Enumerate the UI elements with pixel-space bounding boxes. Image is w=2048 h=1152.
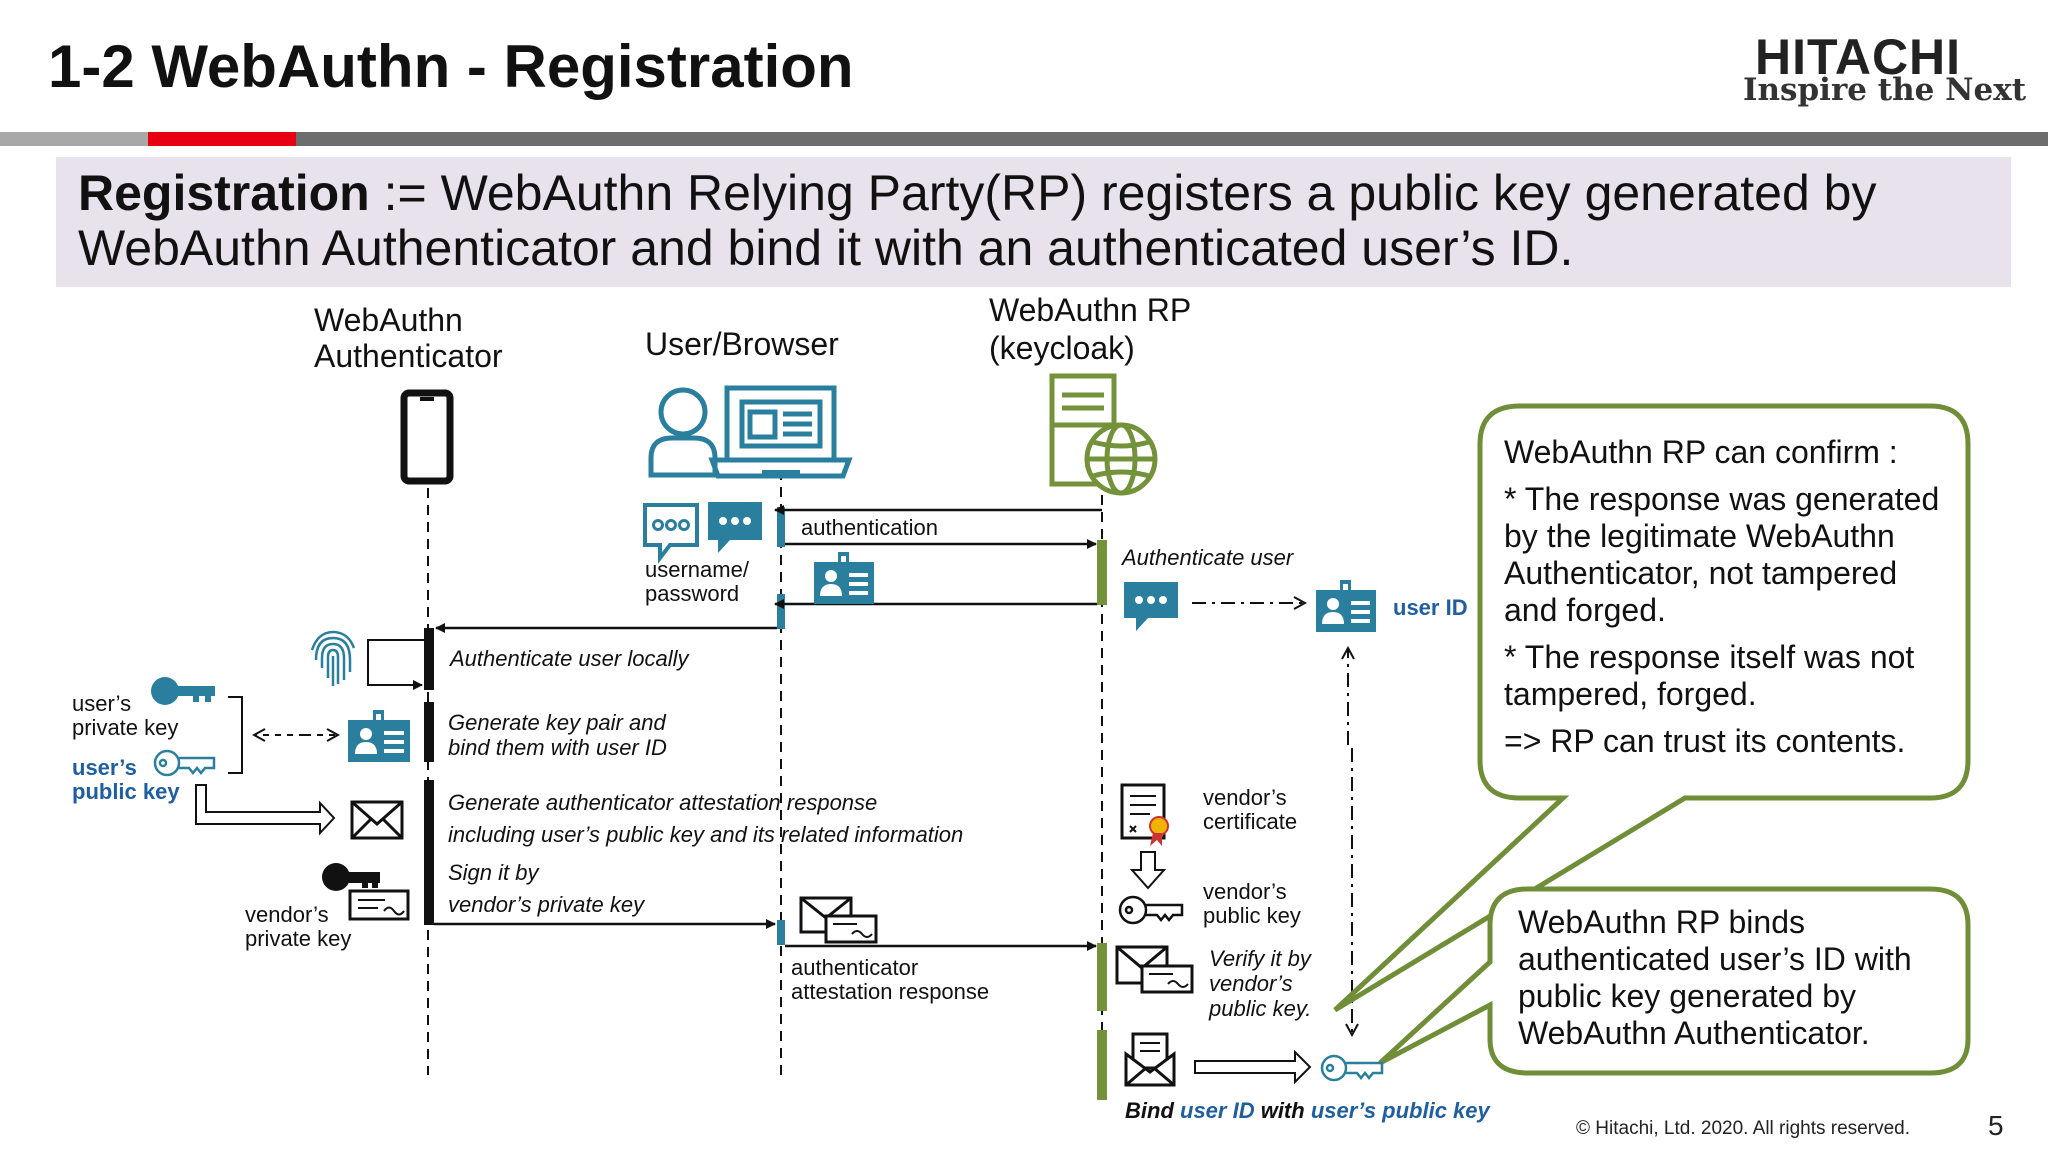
envelope-icon [350, 800, 404, 840]
label-vendor-certificate-2: certificate [1203, 809, 1298, 834]
definition-body: := WebAuthn Relying Party(RP) registers … [78, 165, 1877, 276]
bind-public-key-icon [1320, 1054, 1384, 1082]
label-authentication: authentication [801, 515, 938, 540]
server-globe-icon [1049, 373, 1158, 496]
callout-binds-bubble [1378, 886, 1971, 1076]
label-attestation-1: Generate authenticator attestation respo… [448, 790, 878, 815]
label-authenticate-user: Authenticate user [1122, 545, 1294, 570]
self-loop-authenticate [367, 639, 424, 690]
label-vendor-public-key-1: vendor’s [1203, 879, 1287, 904]
actor-authenticator: WebAuthn Authenticator [314, 302, 534, 374]
label-user-id: user ID [1393, 595, 1468, 620]
bind-public-key: user’s public key [1310, 1098, 1490, 1123]
user-private-key-icon [151, 677, 215, 705]
browser-activation-3 [777, 920, 785, 945]
authenticator-activation-1 [424, 628, 434, 690]
label-vendor-private-key-2: private key [245, 926, 352, 951]
label-password: password [645, 581, 740, 606]
authenticator-activation-2 [424, 702, 434, 762]
rp-activation-2 [1097, 943, 1107, 1011]
chat-bubble-rp-icon [1124, 582, 1178, 631]
label-verify-3: public key. [1209, 996, 1312, 1021]
definition-box [56, 157, 2011, 287]
label-sign-1: Sign it by [448, 860, 539, 885]
label-vendor-private-key-1: vendor’s [245, 902, 329, 927]
hollow-right-arrow [1194, 1049, 1312, 1085]
phone-icon [400, 389, 454, 485]
open-envelope-icon [1124, 1032, 1176, 1087]
vendor-certificate-icon [1120, 783, 1169, 846]
vendor-public-key-icon [1118, 895, 1184, 925]
callout-confirm-conclusion: => RP can trust its contents. [1504, 723, 1906, 759]
browser-activation-1 [777, 507, 785, 547]
label-attestation-response-1: authenticator [791, 955, 919, 980]
label-sign-2: vendor’s private key [448, 892, 645, 917]
label-authenticate-locally: Authenticate user locally [450, 646, 689, 671]
label-generate-key-1: Generate key pair and [448, 710, 666, 735]
callout-confirm-point1: * The response was generated by the legi… [1504, 481, 1940, 628]
fingerprint-icon [310, 630, 356, 686]
chat-bubble-solid-icon [708, 502, 762, 553]
user-icon [648, 387, 718, 478]
authenticator-activation-3 [424, 780, 434, 925]
definition-term: Registration [78, 165, 370, 221]
vendor-private-key-icon [322, 863, 380, 891]
browser-activation-2 [777, 594, 785, 629]
hollow-down-arrow [1129, 851, 1167, 890]
bind-with: with [1254, 1098, 1311, 1123]
bind-user-id: user ID [1180, 1098, 1255, 1123]
id-card-icon [814, 552, 874, 604]
callout-confirm-point2: * The response itself was not tampered, … [1504, 639, 1915, 712]
header-bar-red-segment [148, 132, 296, 146]
user-id-card-icon [1316, 580, 1376, 632]
callout-binds-text: WebAuthn RP binds authenticated user’s I… [1518, 904, 1912, 1051]
logo-tagline: Inspire the Next [1743, 72, 2027, 108]
chat-bubble-outline-icon [643, 503, 699, 564]
label-verify-1: Verify it by [1209, 946, 1311, 971]
label-vendor-public-key-2: public key [1203, 903, 1301, 928]
page-title: 1-2 WebAuthn - Registration [48, 33, 854, 100]
rp-signed-envelope-icon [1115, 945, 1194, 994]
label-attestation-2: including user’s public key and its rela… [448, 822, 964, 847]
callout-confirm-title: WebAuthn RP can confirm : [1504, 434, 1898, 470]
label-verify-2: vendor’s [1209, 971, 1293, 996]
label-attestation-response-2: attestation response [791, 979, 990, 1004]
label-username: username/ [645, 557, 749, 582]
label-user-private-key-1: user’s [72, 691, 132, 716]
authenticator-id-card-icon [348, 710, 410, 762]
actor-browser: User/Browser [645, 326, 839, 362]
laptop-icon [708, 385, 853, 479]
footer-copyright: © Hitachi, Ltd. 2020. All rights reserve… [1576, 1118, 1910, 1139]
user-public-key-icon [153, 749, 216, 777]
key-bracket [228, 696, 243, 774]
rp-activation-3 [1097, 1030, 1107, 1100]
signed-envelope-icon [799, 896, 878, 944]
label-user-public-key-1: user’s [72, 755, 137, 780]
page-number: 5 [1988, 1110, 2004, 1141]
bind-prefix: Bind [1125, 1098, 1180, 1123]
hitachi-logo: HITACHI [1755, 29, 1962, 85]
rp-activation-1 [1097, 540, 1107, 605]
hollow-elbow-arrow [195, 784, 336, 836]
label-user-private-key-2: private key [72, 715, 179, 740]
header-bar-light-segment [0, 132, 148, 146]
label-bind: Bind user ID with user’s public key [1125, 1098, 1490, 1124]
actor-rp-line2: (keycloak) [989, 330, 1135, 366]
signed-document-icon [348, 889, 410, 921]
callout-confirm-text: WebAuthn RP can confirm : * The response… [1504, 434, 1944, 760]
actor-authenticator-label: WebAuthn Authenticator [314, 302, 503, 374]
definition-text: Registration := WebAuthn Relying Party(R… [78, 166, 1998, 276]
actor-rp-line1: WebAuthn RP [989, 292, 1192, 328]
header-bar [0, 132, 2048, 146]
label-user-public-key-2: public key [72, 779, 180, 804]
label-vendor-certificate-1: vendor’s [1203, 785, 1287, 810]
label-generate-key-2: bind them with user ID [448, 735, 667, 760]
